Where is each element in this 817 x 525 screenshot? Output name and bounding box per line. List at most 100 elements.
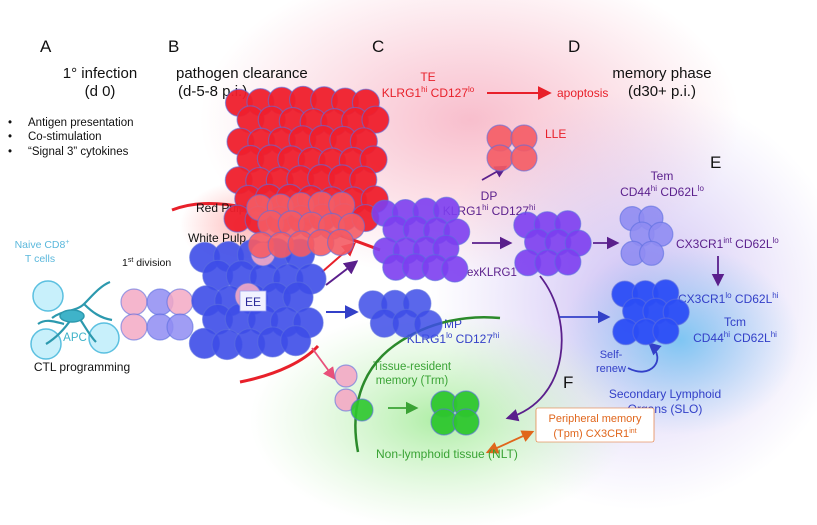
naive-sup: +	[65, 239, 69, 246]
tem-name: Tem	[651, 169, 674, 183]
panel-d: D	[568, 37, 580, 56]
te-markers: KLRG1hi CD127lo	[382, 85, 475, 100]
first-division-label: 1st division	[122, 257, 171, 269]
apoptosis-label: apoptosis	[557, 86, 608, 100]
tcm-cell	[652, 317, 680, 345]
tcm-sup: hi	[771, 330, 777, 339]
arrow-ee-to-trm	[311, 347, 336, 381]
mp-sup: lo	[446, 331, 453, 340]
panel-b: B	[168, 37, 179, 56]
arrow-exklrg1-to-trm	[505, 275, 563, 422]
dividing-cell	[120, 313, 148, 341]
apc-body	[37, 280, 113, 345]
trm-label: Tissue-resident	[373, 361, 452, 373]
white-pulp-label: White Pulp	[188, 231, 246, 245]
mp-marker: CD127	[452, 332, 493, 346]
trm-precursor-cell	[350, 398, 374, 422]
memory-time: (d30+ p.i.)	[628, 83, 696, 100]
exklrg1-label: exKLRG1	[467, 267, 517, 279]
naive-t-cell	[32, 280, 64, 312]
bullet-item: Antigen presentation	[28, 117, 134, 129]
tcm-name: Tcm	[724, 315, 746, 329]
bullet-dot: •	[8, 131, 12, 143]
clearance-title: pathogen clearance	[176, 65, 308, 82]
self-renew-label: Self-	[600, 349, 623, 361]
apc-core	[59, 309, 85, 323]
tpm-arrow	[485, 430, 535, 454]
self-renew-arrow	[627, 342, 662, 373]
first-division-text: 1	[122, 257, 128, 269]
tem-sup: hi	[651, 184, 657, 193]
lle-cell	[510, 144, 538, 172]
cx3cr1-int-marker: CX3CR1	[676, 237, 724, 251]
cx3cr1-lo-marker: CX3CR1	[678, 292, 726, 306]
panel-e: E	[710, 153, 721, 172]
bullet-item: “Signal 3” cytokines	[28, 146, 129, 158]
ctl-programming-label: CTL programming	[34, 360, 130, 374]
arrow-ee-to-dp	[325, 260, 359, 286]
panel-a: A	[40, 37, 52, 56]
dp-memory-cell	[554, 248, 582, 276]
first-division-sup: st	[128, 257, 134, 264]
trm-precursor-cell	[334, 364, 358, 388]
dp-sup: hi	[529, 203, 535, 212]
ee-label: EE	[245, 295, 261, 309]
lle-label: LLE	[545, 127, 566, 141]
bullet-dot: •	[8, 146, 12, 158]
tem-marker: CD44	[620, 185, 651, 199]
cx3cr1-lo-marker: CD62L	[732, 292, 773, 306]
tpm-sup: int	[629, 428, 636, 435]
te-sup: hi	[421, 85, 427, 94]
ee-cell	[280, 324, 312, 357]
tcm-marker: CD62L	[730, 331, 771, 345]
trm-label-line2: memory (Trm)	[376, 375, 449, 387]
te-name: TE	[420, 70, 435, 84]
naive-label-line2: T cells	[25, 253, 55, 265]
tpm-box	[535, 407, 655, 443]
trm-cell	[452, 408, 480, 436]
apc-label: APC	[63, 332, 87, 344]
naive-label: Naive CD8+	[15, 239, 70, 251]
te-cell	[326, 228, 355, 256]
panel-letters: A B C D E F	[40, 37, 721, 392]
naive-text: Naive CD8	[15, 239, 66, 251]
dividing-cell	[166, 313, 194, 341]
bullet-item: Co-stimulation	[28, 131, 102, 143]
tcm-markers: CD44hi CD62Lhi	[693, 330, 777, 345]
tem-markers: CD44hi CD62Llo	[620, 184, 704, 199]
memory-title: memory phase	[612, 65, 711, 82]
tem-marker: CD62L	[657, 185, 698, 199]
te-marker: CD127	[427, 86, 468, 100]
dp-sup: hi	[482, 203, 488, 212]
cx3cr1-lo-sup: hi	[772, 291, 778, 300]
bullet-list: • Antigen presentation • Co-stimulation …	[8, 117, 134, 158]
cx3cr1-lo-sup: lo	[725, 291, 732, 300]
tem-cell	[638, 240, 665, 266]
cx3cr1-int-marker: CD62L	[732, 237, 773, 251]
cx3cr1-lo-label: CX3CR1lo CD62Lhi	[678, 291, 779, 306]
tcm-sup: hi	[724, 330, 730, 339]
dividing-cell	[166, 288, 194, 316]
te-cell	[361, 105, 390, 134]
te-marker: KLRG1	[382, 86, 422, 100]
tpm-marker: (Tpm) CX3CR1	[553, 428, 629, 440]
cx3cr1-int-label: CX3CR1int CD62Llo	[676, 236, 779, 251]
slo-label: Secondary Lymphoid	[609, 387, 721, 401]
tem-sup: lo	[698, 184, 705, 193]
panel-f: F	[563, 373, 573, 392]
dividing-cell	[120, 288, 148, 316]
te-sup: lo	[468, 85, 475, 94]
cx3cr1-int-sup: int	[723, 236, 732, 245]
lle-cell	[486, 144, 514, 172]
nlt-label: Non-lymphoid tissue (NLT)	[376, 447, 518, 461]
mp-sup: hi	[493, 331, 499, 340]
naive-t-cell	[88, 322, 120, 354]
tpm-label: Peripheral memory	[549, 413, 642, 425]
self-renew-label-line2: renew	[596, 363, 626, 375]
infection-title: 1° infection	[63, 65, 137, 82]
mp-cell	[413, 309, 443, 339]
first-division-text: division	[133, 257, 171, 269]
apc-cell	[37, 280, 113, 345]
panel-c: C	[372, 37, 384, 56]
